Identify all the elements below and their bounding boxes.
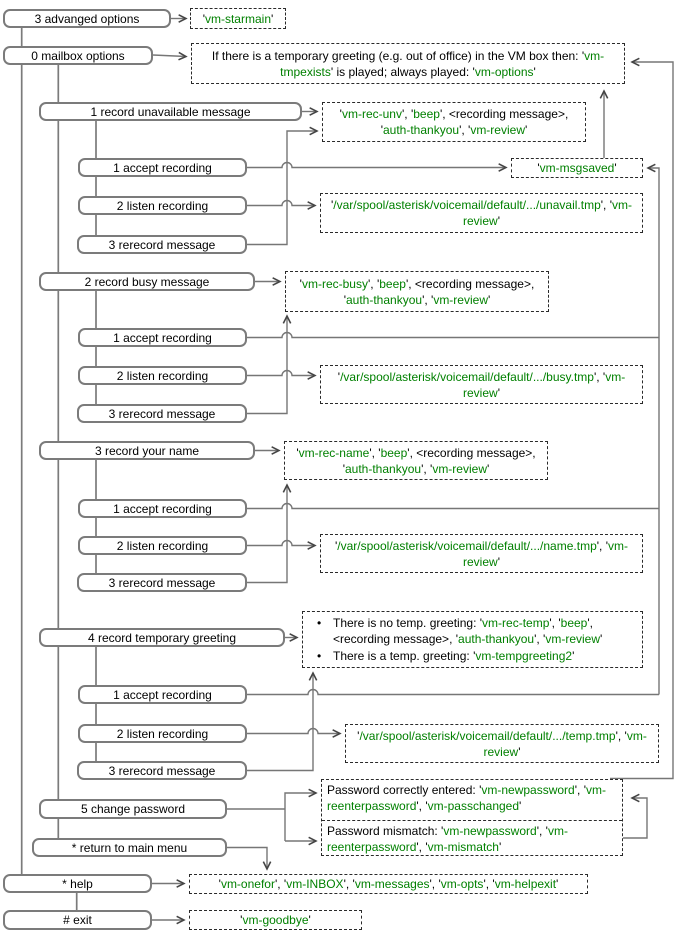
prompt-text: 'vm-rec-busy', 'beep', <recording messag… [299,276,535,307]
menu-accept-recording-label: 1 accept recording [113,687,212,702]
prompt-temp-greeting-bullets: There is no temp. greeting: 'vm-rec-temp… [307,615,638,665]
menu-help-label: * help [62,876,93,891]
menu-advanced-options: 3 advanged options [3,9,171,28]
prompt-temp-greeting: There is no temp. greeting: 'vm-rec-temp… [302,611,643,668]
prompt-text: '/var/spool/asterisk/voicemail/default/.… [357,728,647,759]
menu-listen-recording-name: 2 listen recording [78,536,247,555]
menu-return-main-menu: * return to main menu [32,838,227,857]
prompt-text: '/var/spool/asterisk/voicemail/default/.… [331,198,632,228]
menu-accept-recording-label: 1 accept recording [113,330,212,345]
menu-record-unavailable: 1 record unavailable message [39,102,302,121]
menu-exit-label: # exit [63,913,92,927]
prompt-text: If there is a temporary greeting (e.g. o… [211,48,605,79]
menu-return-main-menu-label: * return to main menu [71,840,188,855]
prompt-rec-unavail: 'vm-rec-unv', 'beep', <recording message… [322,102,586,142]
menu-listen-recording-busy: 2 listen recording [78,366,247,385]
menu-accept-recording-name: 1 accept recording [78,499,247,518]
menu-accept-recording-label: 1 accept recording [113,160,212,175]
prompt-vm-msgsaved: 'vm-msgsaved' [511,158,643,178]
prompt-busy-tmp-path: '/var/spool/asterisk/voicemail/default/.… [320,365,643,404]
menu-rerecord-message-unavail: 3 rerecord message [77,235,247,254]
menu-mailbox-options: 0 mailbox options [3,46,153,65]
menu-rerecord-message-busy: 3 rerecord message [77,404,247,423]
menu-listen-recording-unavail: 2 listen recording [78,196,247,215]
menu-change-password: 5 change password [39,799,227,819]
menu-listen-recording-label: 2 listen recording [116,538,209,553]
menu-listen-recording-label: 2 listen recording [116,368,209,383]
bullet-item: There is a temp. greeting: 'vm-tempgreet… [307,648,638,665]
prompt-password-change: Password correctly entered: 'vm-newpassw… [321,779,623,856]
prompt-text: '/var/spool/asterisk/voicemail/default/.… [335,538,628,569]
prompt-rec-name: 'vm-rec-name', 'beep', <recording messag… [284,441,548,480]
prompt-name-tmp-path: '/var/spool/asterisk/voicemail/default/.… [320,534,643,573]
prompt-text: 'vm-msgsaved' [537,161,617,175]
menu-listen-recording-temp: 2 listen recording [78,724,247,743]
prompt-rec-busy: 'vm-rec-busy', 'beep', <recording messag… [285,271,549,312]
prompt-mailbox-options-intro: If there is a temporary greeting (e.g. o… [191,43,625,84]
menu-rerecord-message-label: 3 rerecord message [108,763,216,778]
menu-rerecord-message-label: 3 rerecord message [108,237,216,252]
menu-record-name: 3 record your name [39,441,255,460]
menu-listen-recording-label: 2 listen recording [116,726,209,741]
menu-rerecord-message-label: 3 rerecord message [108,406,216,421]
menu-help: * help [3,874,152,893]
menu-rerecord-message-name: 3 rerecord message [77,573,247,592]
menu-accept-recording-busy: 1 accept recording [78,328,247,347]
menu-change-password-label: 5 change password [80,802,186,816]
menu-record-busy-label: 2 record busy message [84,274,210,289]
prompt-password-ok: Password correctly entered: 'vm-newpassw… [322,780,622,821]
prompt-vm-starmain: 'vm-starmain' [190,8,286,29]
menu-record-name-label: 3 record your name [94,443,200,458]
bullet-item: There is no temp. greeting: 'vm-rec-temp… [307,615,638,648]
menu-record-busy: 2 record busy message [39,272,255,291]
menu-accept-recording-label: 1 accept recording [113,501,212,516]
prompt-text: 'vm-onefor', 'vm-INBOX', 'vm-messages', … [218,877,559,891]
menu-record-unavailable-label: 1 record unavailable message [90,104,251,119]
menu-mailbox-options-label: 0 mailbox options [31,48,125,63]
prompt-password-cells: Password correctly entered: 'vm-newpassw… [322,780,622,855]
prompt-main-menu-help: 'vm-onefor', 'vm-INBOX', 'vm-messages', … [189,874,588,894]
prompt-text: 'vm-rec-name', 'beep', <recording messag… [296,445,536,476]
menu-record-temp-greeting: 4 record temporary greeting [39,628,285,647]
menu-rerecord-message-temp: 3 rerecord message [77,761,247,780]
prompt-temp-tmp-path: '/var/spool/asterisk/voicemail/default/.… [345,724,659,763]
menu-accept-recording-unavail: 1 accept recording [78,158,247,177]
menu-listen-recording-label: 2 listen recording [116,198,209,213]
prompt-text: 'vm-starmain' [202,11,274,26]
menu-exit: # exit [3,910,152,930]
menu-record-temp-greeting-label: 4 record temporary greeting [87,630,237,645]
menu-accept-recording-temp: 1 accept recording [78,685,247,704]
prompt-unavail-tmp-path: '/var/spool/asterisk/voicemail/default/.… [320,193,643,233]
prompt-text: 'vm-rec-unv', 'beep', <recording message… [339,107,569,137]
prompt-password-mismatch: Password mismatch: 'vm-newpassword', 'vm… [327,824,568,854]
prompt-text: '/var/spool/asterisk/voicemail/default/.… [337,369,626,400]
menu-rerecord-message-label: 3 rerecord message [108,575,216,590]
menu-advanced-options-label: 3 advanged options [34,11,140,26]
prompt-vm-goodbye: 'vm-goodbye' [189,910,362,930]
prompt-text: 'vm-goodbye' [240,913,311,927]
